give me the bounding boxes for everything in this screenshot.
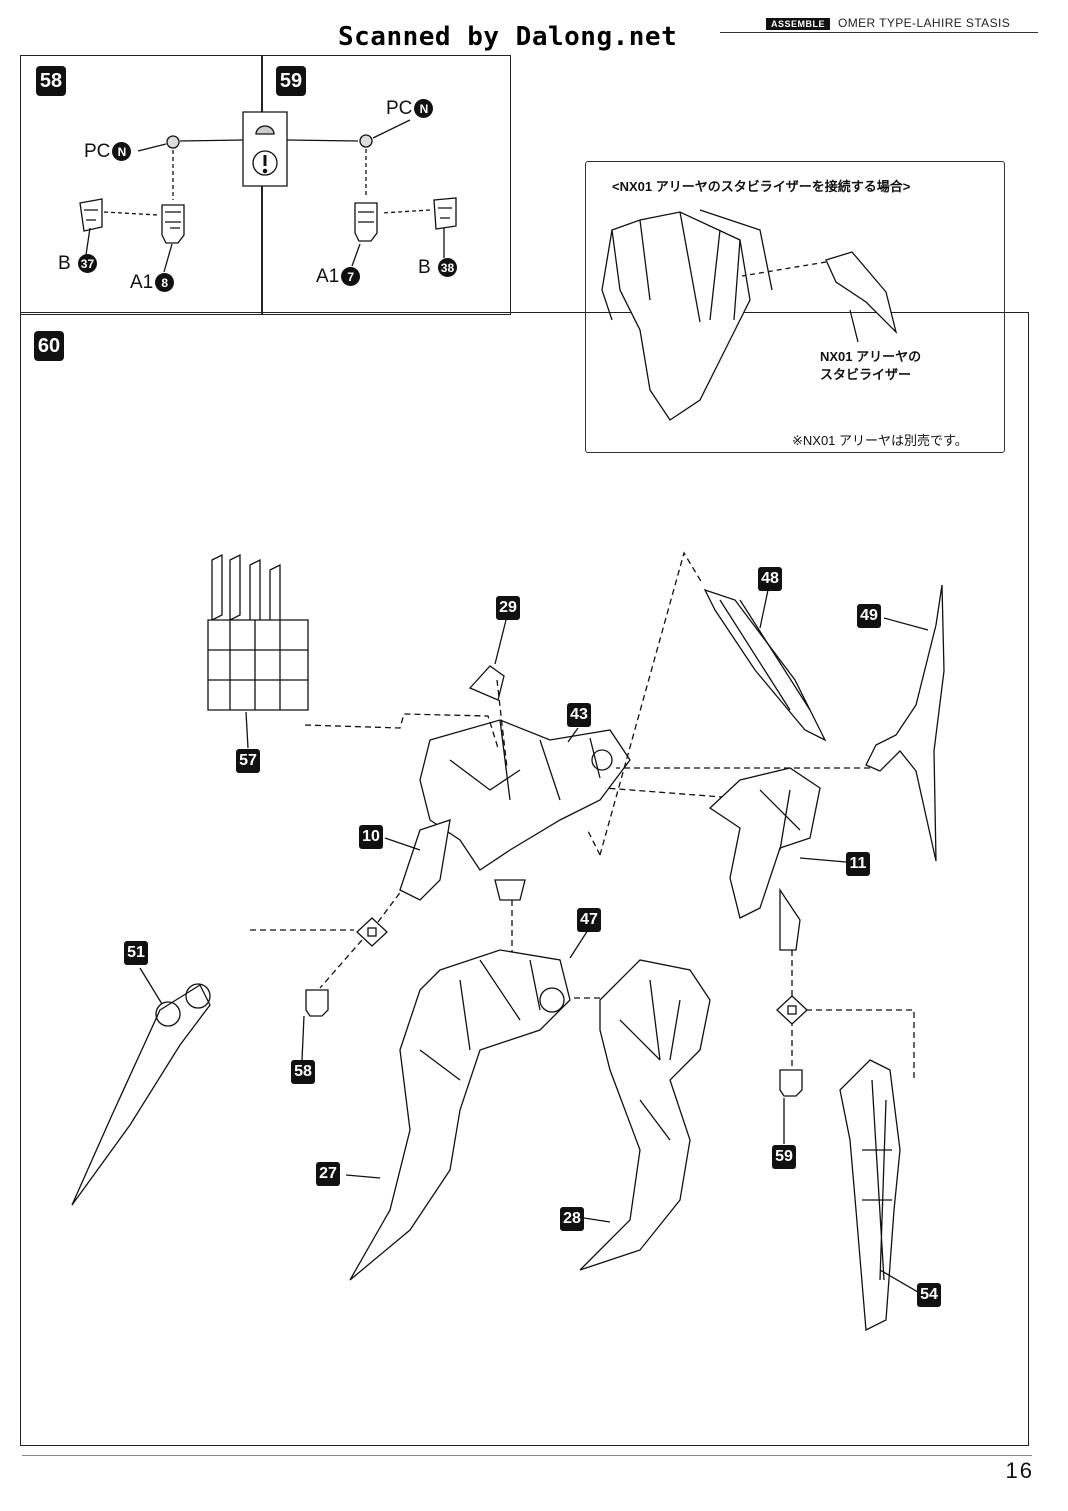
step-60-frame xyxy=(20,312,1029,1446)
footer-rule xyxy=(22,1455,1032,1456)
callout-51: 51 xyxy=(124,941,148,965)
callout-59: 59 xyxy=(772,1145,796,1169)
part-number-icon: 38 xyxy=(437,258,457,278)
part-number-icon: N xyxy=(414,99,434,119)
note-title: <NX01 アリーヤのスタビライザーを接続する場合> xyxy=(612,179,911,194)
step-58-badge: 58 xyxy=(36,66,66,96)
part-number-icon: N xyxy=(112,142,132,162)
part-number-icon: 7 xyxy=(341,267,361,287)
callout-29: 29 xyxy=(496,596,520,620)
note-footer: ※NX01 アリーヤは別売です。 xyxy=(792,433,968,448)
assemble-tag: ASSEMBLE xyxy=(766,18,831,30)
callout-49: 49 xyxy=(857,604,881,628)
callout-27: 27 xyxy=(316,1162,340,1186)
callout-58: 58 xyxy=(291,1060,315,1084)
part-number-icon: 8 xyxy=(155,273,175,293)
callout-11: 11 xyxy=(846,852,870,876)
callout-57: 57 xyxy=(236,749,260,773)
callout-54: 54 xyxy=(917,1283,941,1307)
steps-58-59-frame xyxy=(20,55,511,315)
nx01-note-box xyxy=(585,161,1005,453)
callout-47: 47 xyxy=(577,908,601,932)
step59-b-label: B 38 xyxy=(418,257,457,279)
callout-43: 43 xyxy=(567,703,591,727)
callout-48: 48 xyxy=(758,567,782,591)
note-label-line2: スタビライザー xyxy=(820,367,912,382)
callout-28: 28 xyxy=(560,1207,584,1231)
scanner-watermark: Scanned by Dalong.net xyxy=(338,22,678,52)
page-number: 16 xyxy=(1005,1458,1034,1483)
callout-10: 10 xyxy=(359,825,383,849)
part-number-icon: 37 xyxy=(77,254,97,274)
series-title: OMER TYPE-LAHIRE STASIS xyxy=(838,16,1011,30)
step-59-badge: 59 xyxy=(276,66,306,96)
step-60-badge: 60 xyxy=(34,331,64,361)
note-label-line1: NX01 アリーヤの xyxy=(820,349,922,364)
step58-b-label: B 37 xyxy=(58,253,97,275)
steps-divider xyxy=(261,56,263,314)
header-rule xyxy=(720,32,1038,33)
